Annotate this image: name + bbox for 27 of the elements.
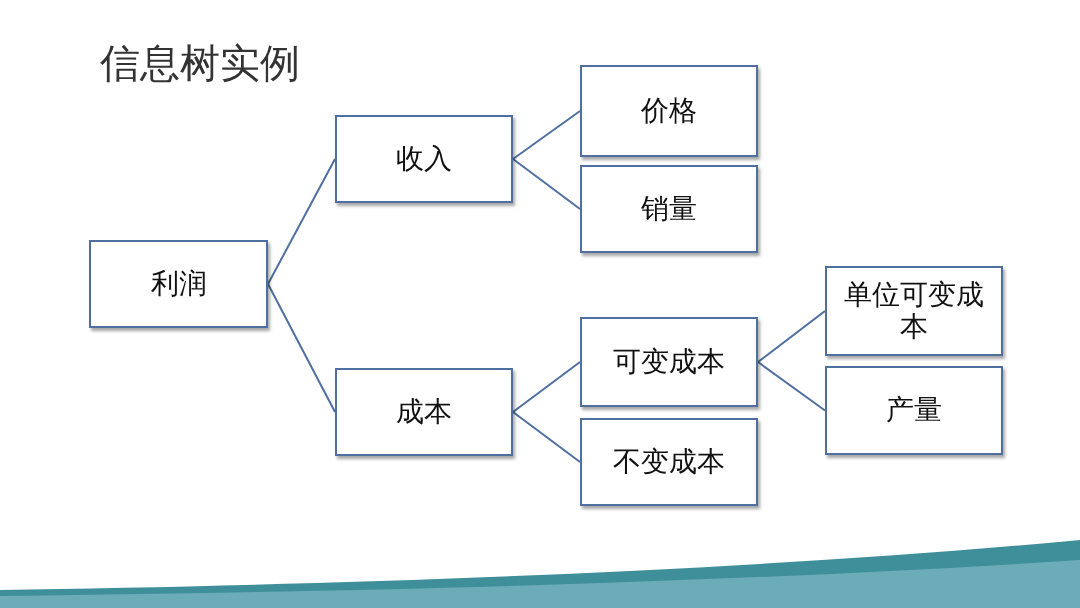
tree-box [89,240,268,328]
tree-box [580,418,758,506]
tree-box [580,65,758,157]
box-label: 不变成本 [612,445,726,479]
connector-line [757,361,826,412]
slide-title: 信息树实例 [100,39,300,88]
connector-line [267,158,336,285]
box-label: 单位可变成本 [843,278,985,344]
box-label: 收入 [395,142,453,176]
tree-box [580,317,758,407]
box-label: 利润 [149,267,208,301]
connector-line [512,361,581,413]
tree-box [335,115,513,203]
connector-line [512,411,581,463]
box-label: 可变成本 [612,345,726,379]
connector-line [512,110,581,160]
tree-box [825,266,1003,356]
connector-line [757,310,826,363]
connector-line [512,158,581,210]
box-label: 销量 [640,192,698,226]
tree-box [825,366,1003,455]
tree-box [335,368,513,456]
tree-box [580,165,758,253]
connector-line [267,283,336,413]
box-label: 产量 [885,394,943,427]
box-label: 成本 [395,395,453,429]
box-label: 价格 [640,94,698,128]
